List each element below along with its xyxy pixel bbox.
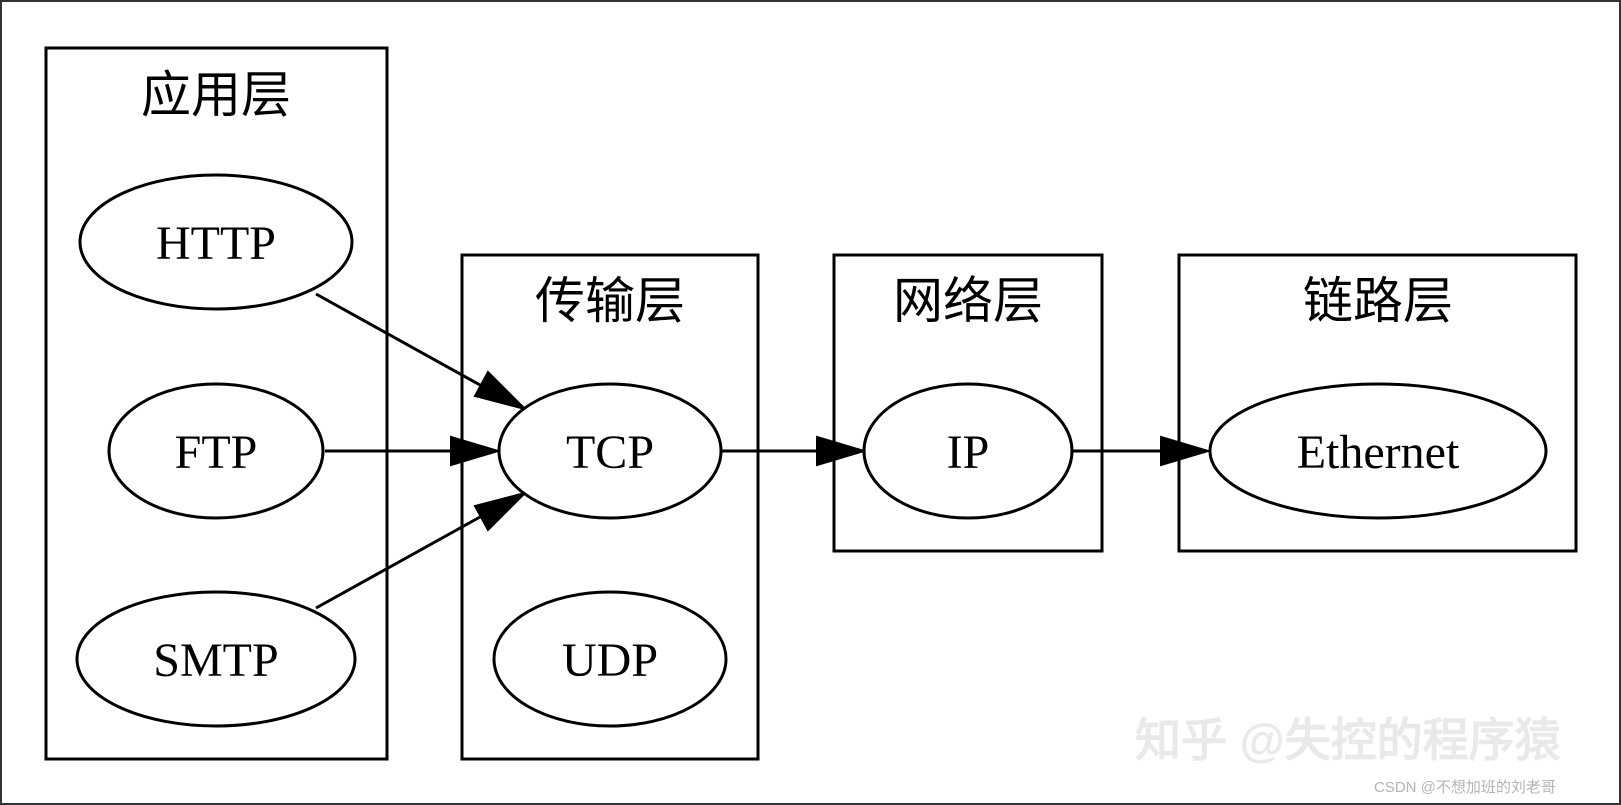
node-ip-shape (862, 382, 1074, 520)
node-ftp-shape (107, 382, 325, 520)
watermark-csdn: CSDN @不想加班的刘老哥 (1374, 779, 1556, 796)
edge-ftp-tcp (325, 435, 502, 467)
edge-smtp-tcp-arrowhead (473, 491, 529, 532)
watermark-zhihu: 知乎 @失控的程序猿 (1135, 714, 1562, 766)
cluster-transport-box (460, 253, 760, 761)
node-http-shape (78, 173, 354, 311)
node-ethernet: Ethernet (1208, 382, 1548, 520)
node-http-label: HTTP (156, 217, 276, 270)
node-tcp: TCP (497, 382, 723, 520)
cluster-app-layer: 应用层 (44, 46, 389, 761)
cluster-transport-label: 传输层 (535, 273, 685, 329)
edge-ftp-tcp-arrowhead (450, 435, 502, 467)
edge-ip-ethernet-arrowhead (1160, 435, 1212, 467)
edge-ip-ethernet (1073, 435, 1212, 467)
edge-tcp-ip (722, 435, 868, 467)
cluster-network-box (832, 253, 1104, 553)
node-udp: UDP (492, 590, 728, 728)
node-udp-shape (492, 590, 728, 728)
cluster-transport-layer: 传输层 (460, 253, 760, 761)
cluster-app-label: 应用层 (141, 67, 291, 123)
node-smtp-shape (75, 590, 357, 728)
cluster-link-box (1177, 253, 1578, 553)
node-tcp-shape (497, 382, 723, 520)
edge-tcp-ip-arrowhead (816, 435, 868, 467)
node-smtp-label: SMTP (153, 634, 278, 687)
node-ip-label: IP (947, 426, 990, 479)
cluster-link-layer: 链路层 (1177, 253, 1578, 553)
node-ip: IP (862, 382, 1074, 520)
node-smtp: SMTP (75, 590, 357, 728)
node-http: HTTP (78, 173, 354, 311)
edge-http-tcp-arrowhead (473, 370, 529, 411)
node-udp-label: UDP (562, 634, 658, 687)
node-ethernet-shape (1208, 382, 1548, 520)
node-ethernet-label: Ethernet (1297, 426, 1460, 479)
edge-http-tcp (315, 292, 529, 411)
node-tcp-label: TCP (566, 426, 654, 479)
node-ftp: FTP (107, 382, 325, 520)
edge-http-tcp-line (315, 292, 481, 387)
cluster-network-label: 网络层 (893, 273, 1043, 329)
node-ftp-label: FTP (175, 426, 258, 479)
cluster-app-box (44, 46, 389, 761)
edge-smtp-tcp (315, 491, 529, 610)
edge-smtp-tcp-line (315, 515, 481, 610)
cluster-network-layer: 网络层 (832, 253, 1104, 553)
cluster-link-label: 链路层 (1303, 273, 1453, 329)
